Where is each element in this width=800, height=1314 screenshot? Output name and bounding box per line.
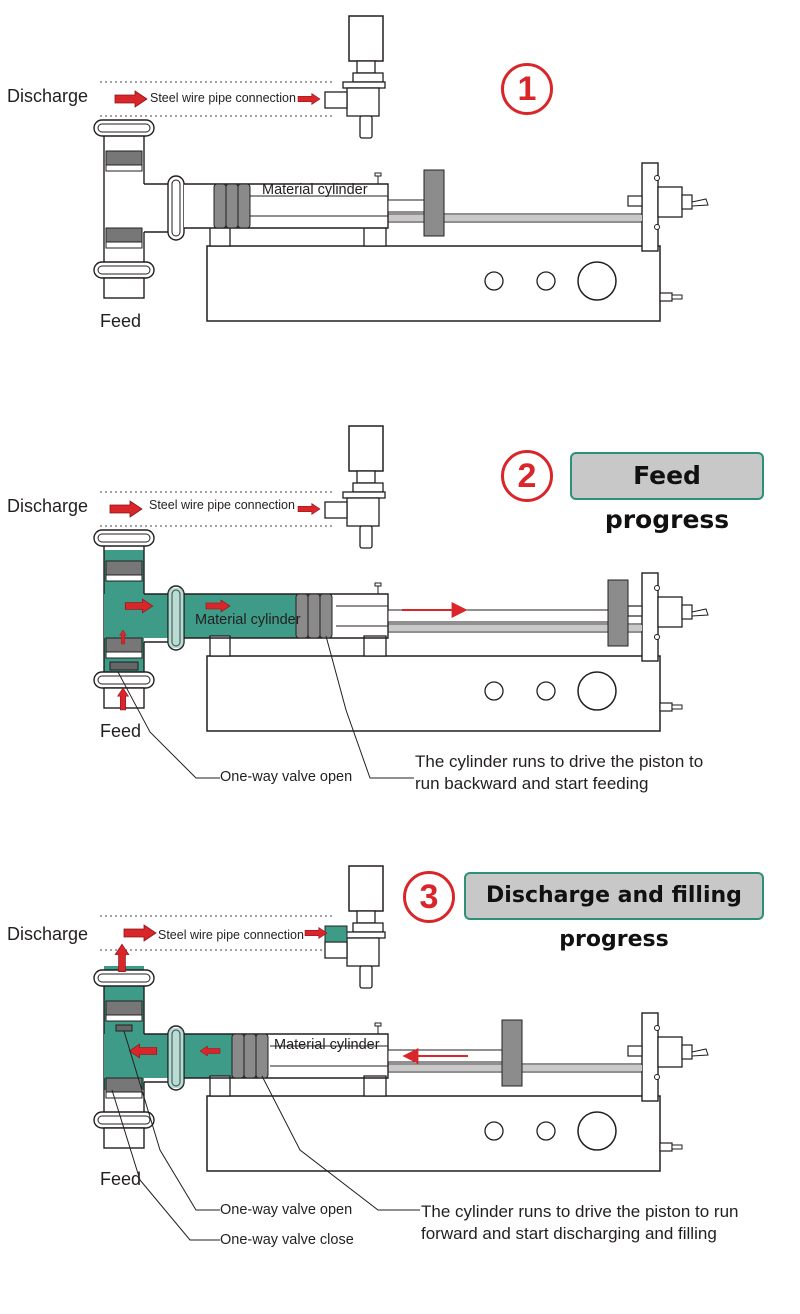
note-line-1: The cylinder runs to drive the piston to	[415, 752, 704, 771]
note-line-2: forward and start discharging and fillin…	[421, 1224, 717, 1243]
step-3-badge: 3	[403, 871, 455, 923]
step-1-badge: 1	[501, 63, 553, 115]
discharge-label: Discharge	[7, 924, 89, 944]
pipe-connection-label: Steel wire pipe connection	[150, 91, 296, 105]
feed-label: Feed	[100, 311, 142, 331]
feed-label: Feed	[100, 721, 142, 741]
discharge-filling-banner: Discharge and filling progress	[464, 872, 764, 952]
panel-3	[93, 865, 709, 1241]
material-cylinder-label: Material cylinder	[195, 612, 301, 628]
discharge-label: Discharge	[7, 496, 89, 516]
material-cylinder-label: Material cylinder	[274, 1037, 380, 1053]
feed-progress-banner: Feed progress	[570, 452, 764, 534]
panel-1	[93, 15, 709, 322]
valve-close-label: One-way valve close	[220, 1232, 354, 1248]
step-2-badge: 2	[501, 450, 553, 502]
note-line-2: run backward and start feeding	[415, 774, 649, 793]
note-line-1: The cylinder runs to drive the piston to…	[421, 1202, 739, 1221]
discharge-label: Discharge	[7, 86, 89, 106]
valve-open-label: One-way valve open	[220, 769, 353, 785]
pipe-connection-label: Steel wire pipe connection	[158, 928, 304, 942]
valve-open-label: One-way valve open	[220, 1202, 353, 1218]
pipe-connection-label: Steel wire pipe connection	[149, 498, 295, 512]
material-cylinder-label: Material cylinder	[262, 182, 368, 198]
panel-2	[93, 425, 709, 779]
feed-label: Feed	[100, 1169, 142, 1189]
